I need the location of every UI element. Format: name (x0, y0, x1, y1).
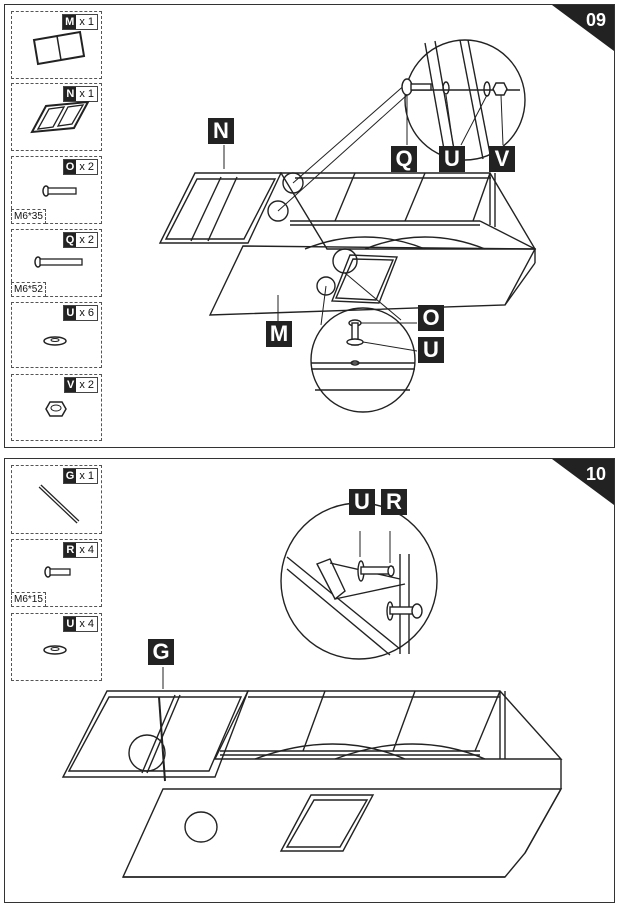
long-bolt-icon (34, 256, 83, 268)
assembly-drawing-10 (61, 502, 563, 878)
step-number-badge: 09 (552, 5, 614, 51)
callout-g: G (148, 639, 174, 665)
small-bolt-icon (44, 566, 71, 578)
hex-nut-icon (45, 401, 67, 417)
part-spec: M6*15 (11, 592, 46, 607)
washer-icon (43, 336, 67, 346)
assembly-drawing-09 (158, 39, 537, 413)
step-number: 10 (585, 464, 606, 484)
callout-n: N (208, 118, 234, 144)
step-number: 09 (585, 10, 606, 30)
support-rod-icon (38, 484, 80, 524)
callout-m: M (266, 321, 292, 347)
washer-icon (43, 645, 67, 655)
part-spec: M6*35 (11, 209, 46, 224)
door-panel-icon (32, 30, 86, 66)
callout-o: O (418, 305, 444, 331)
short-bolt-icon (42, 185, 77, 197)
callout-q: Q (391, 146, 417, 172)
callout-v: V (489, 146, 515, 172)
part-spec: M6*52 (11, 282, 46, 297)
callout-u: U (439, 146, 465, 172)
callout-r: R (381, 489, 407, 515)
door-frame-icon (30, 100, 90, 134)
callout-u-lower: U (418, 337, 444, 363)
step-number-badge: 10 (552, 459, 614, 505)
callout-u: U (349, 489, 375, 515)
